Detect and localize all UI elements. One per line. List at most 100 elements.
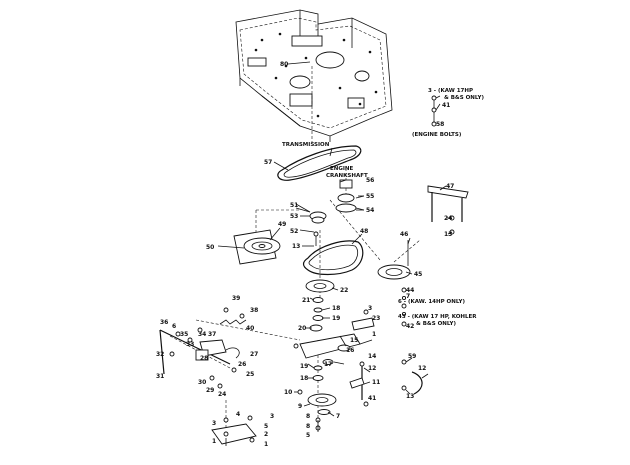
- callout-47: 47: [446, 183, 454, 190]
- callout-33: 33: [186, 341, 194, 348]
- spring-clip: [401, 359, 423, 395]
- callout-44: 44: [406, 287, 414, 294]
- callout-5a: 5: [306, 432, 310, 439]
- callout-57: 57: [264, 159, 272, 166]
- callout-50: 50: [206, 244, 214, 251]
- callout-80: 80: [280, 61, 288, 68]
- callout-3a: 3: [368, 305, 372, 312]
- callout-25: 25: [246, 371, 254, 378]
- callout-36: 36: [160, 319, 168, 326]
- callout-40: 40: [246, 325, 254, 332]
- lower-spindle-pulley: [297, 365, 337, 432]
- deck-drive-belt: [302, 240, 364, 276]
- callout-13b: 13: [444, 231, 452, 238]
- callout-6a: 6: [172, 323, 176, 330]
- callout-1a: 1: [372, 331, 376, 338]
- callout-51: 51: [290, 202, 298, 209]
- center-spindle-stack: [305, 279, 335, 332]
- callout-16: 16: [346, 347, 354, 354]
- callout-49: 49: [278, 221, 286, 228]
- callout-41: 41: [442, 102, 450, 109]
- callout-13a: 13: [292, 243, 300, 250]
- lower-left-bracket: [211, 415, 257, 446]
- callout-numbers: 80 41 58 57 56 55 54 51 53 52 13 49 50 4…: [156, 61, 454, 448]
- callout-20: 20: [298, 325, 306, 332]
- callout-5b: 5: [264, 423, 268, 430]
- callout-32: 32: [156, 351, 164, 358]
- callout-54: 54: [366, 207, 374, 214]
- callout-18a: 18: [332, 305, 340, 312]
- callout-12: 12: [368, 365, 376, 372]
- callout-19a: 19: [332, 315, 340, 322]
- callout-34: 34: [198, 331, 206, 338]
- callout-24b: 24: [218, 391, 226, 398]
- callout-1c: 1: [212, 438, 216, 445]
- callout-2: 2: [264, 431, 268, 438]
- callout-4: 4: [236, 411, 240, 418]
- callout-7a: 7: [406, 293, 410, 300]
- callout-19b: 19: [300, 363, 308, 370]
- callout-8a: 8: [306, 413, 310, 420]
- callout-11: 11: [372, 379, 380, 386]
- callout-27: 27: [250, 351, 258, 358]
- callout-10: 10: [284, 389, 292, 396]
- callout-53: 53: [290, 213, 298, 220]
- idler-pulley-stack: [295, 203, 327, 246]
- callout-59: 59: [408, 353, 416, 360]
- callout-21: 21: [302, 297, 310, 304]
- callout-3b: 3: [212, 420, 216, 427]
- caption-crankshaft: CRANKSHAFT: [326, 173, 368, 179]
- caption-kaw17-line1: 3 - (KAW 17HP: [428, 88, 473, 94]
- callout-22: 22: [340, 287, 348, 294]
- captions: TRANSMISSION ENGINE CRANKSHAFT (ENGINE B…: [282, 88, 484, 327]
- caption-kaw17-line2: & B&S ONLY): [444, 95, 484, 101]
- callout-58: 58: [436, 121, 444, 128]
- chassis-frame: [235, 9, 393, 142]
- caption-kaw14: 6 - (KAW. 14HP ONLY): [398, 299, 465, 305]
- idler-bracket: [293, 309, 375, 365]
- callout-31: 31: [156, 373, 164, 380]
- callout-35: 35: [180, 331, 188, 338]
- callout-9: 9: [298, 403, 302, 410]
- right-deck-pulley: [377, 240, 411, 327]
- callout-3c: 3: [270, 413, 274, 420]
- transmission-pulley: [233, 229, 281, 265]
- callout-42: 42: [406, 323, 414, 330]
- callout-12b: 12: [418, 365, 426, 372]
- callout-30: 30: [198, 379, 206, 386]
- callout-39: 39: [232, 295, 240, 302]
- caption-engine-bolts: (ENGINE BOLTS): [412, 132, 462, 138]
- idler-rod: [349, 361, 369, 407]
- leader-lines: [217, 61, 453, 417]
- callout-41b: 41: [368, 395, 376, 402]
- idler-arm-right: [427, 185, 469, 235]
- callout-26: 26: [238, 361, 246, 368]
- callout-37: 37: [208, 331, 216, 338]
- callout-46: 46: [400, 231, 408, 238]
- callout-23: 23: [372, 315, 380, 322]
- callout-1b: 1: [264, 441, 268, 448]
- left-linkage: [159, 307, 247, 389]
- callout-52: 52: [290, 228, 298, 235]
- caption-kohler-line1: 43 - (KAW 17 HP, KOHLER: [398, 314, 477, 320]
- callout-14: 14: [368, 353, 376, 360]
- callout-38: 38: [250, 307, 258, 314]
- callout-8b: 8: [306, 423, 310, 430]
- callout-56: 56: [366, 177, 374, 184]
- callout-7b: 7: [336, 413, 340, 420]
- callout-28: 28: [200, 355, 208, 362]
- callout-55: 55: [366, 193, 374, 200]
- callout-13c: 13: [406, 393, 414, 400]
- callout-45: 45: [414, 271, 422, 278]
- callout-17: 17: [324, 361, 332, 368]
- callout-15: 15: [350, 337, 358, 344]
- callout-24a: 24: [444, 215, 452, 222]
- transmission-belt: [277, 145, 362, 181]
- callout-18b: 18: [300, 375, 308, 382]
- caption-engine: ENGINE: [330, 166, 354, 172]
- caption-transmission: TRANSMISSION: [282, 142, 330, 148]
- callout-29: 29: [206, 387, 214, 394]
- caption-kohler-line2: & B&S ONLY): [416, 321, 456, 327]
